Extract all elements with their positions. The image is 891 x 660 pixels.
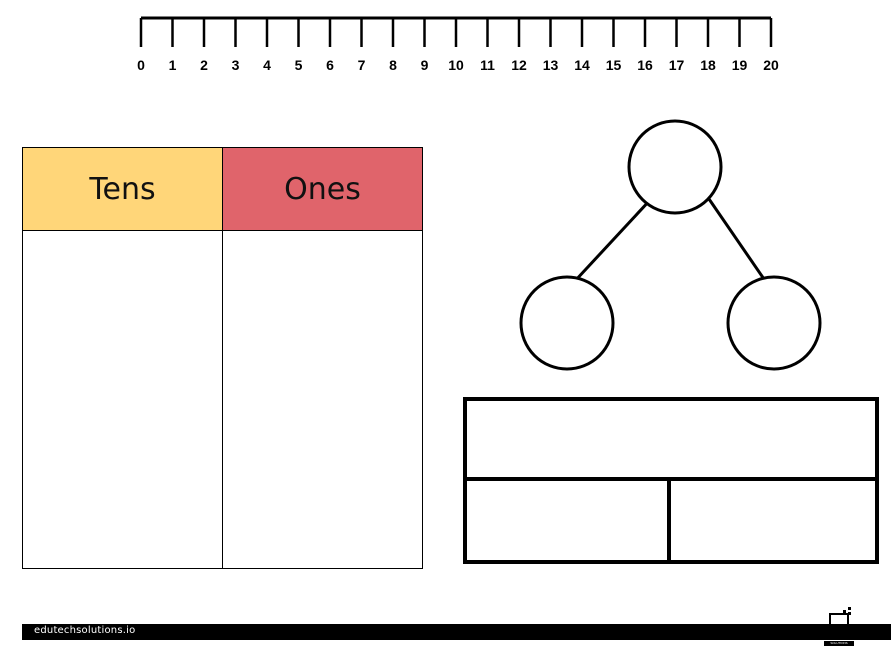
number-line-label: 9 [421, 57, 429, 73]
number-line-label: 1 [169, 57, 177, 73]
part-whole-model [463, 397, 879, 564]
bond-left-part-circle[interactable] [519, 275, 615, 371]
number-line-label: 11 [480, 57, 495, 73]
number-line-label: 17 [669, 57, 685, 73]
edutech-logo: EDUTECH SOLUTIONS [818, 606, 860, 654]
place-value-chart: Tens Ones [22, 147, 423, 569]
number-line-label: 10 [448, 57, 464, 73]
number-line-label: 18 [700, 57, 716, 73]
number-line-label: 15 [606, 57, 622, 73]
number-line-label: 4 [263, 57, 271, 73]
part-whole-right-part-box[interactable] [671, 481, 875, 560]
number-line-label: 20 [763, 57, 779, 73]
bond-right-part-circle[interactable] [726, 275, 822, 371]
number-line-label: 7 [358, 57, 366, 73]
number-line-label: 13 [543, 57, 559, 73]
logo-text: EDUTECH [820, 631, 858, 640]
part-whole-left-part-box[interactable] [467, 481, 671, 560]
number-bond [519, 119, 822, 371]
number-line-label: 16 [637, 57, 653, 73]
ones-column-cell[interactable] [223, 231, 422, 568]
number-line-label: 8 [389, 57, 397, 73]
bond-left-connector [572, 197, 653, 284]
footer-bar: edutechsolutions.io [22, 624, 891, 640]
bond-whole-circle[interactable] [627, 119, 723, 215]
number-line-label: 0 [137, 57, 145, 73]
part-whole-whole-box[interactable] [467, 401, 875, 481]
number-line-label: 12 [511, 57, 527, 73]
logo-subtext: SOLUTIONS [824, 641, 854, 646]
number-line-label: 5 [295, 57, 303, 73]
number-line-label: 6 [326, 57, 334, 73]
number-line-label: 14 [574, 57, 590, 73]
footer-url[interactable]: edutechsolutions.io [34, 625, 136, 636]
ones-header: Ones [223, 148, 422, 231]
tens-column-cell[interactable] [23, 231, 223, 568]
number-line-label: 19 [732, 57, 748, 73]
number-line-label: 3 [232, 57, 240, 73]
bond-right-connector [707, 198, 768, 283]
number-line-label: 2 [200, 57, 208, 73]
laptop-icon [827, 607, 851, 629]
tens-header: Tens [23, 148, 223, 231]
